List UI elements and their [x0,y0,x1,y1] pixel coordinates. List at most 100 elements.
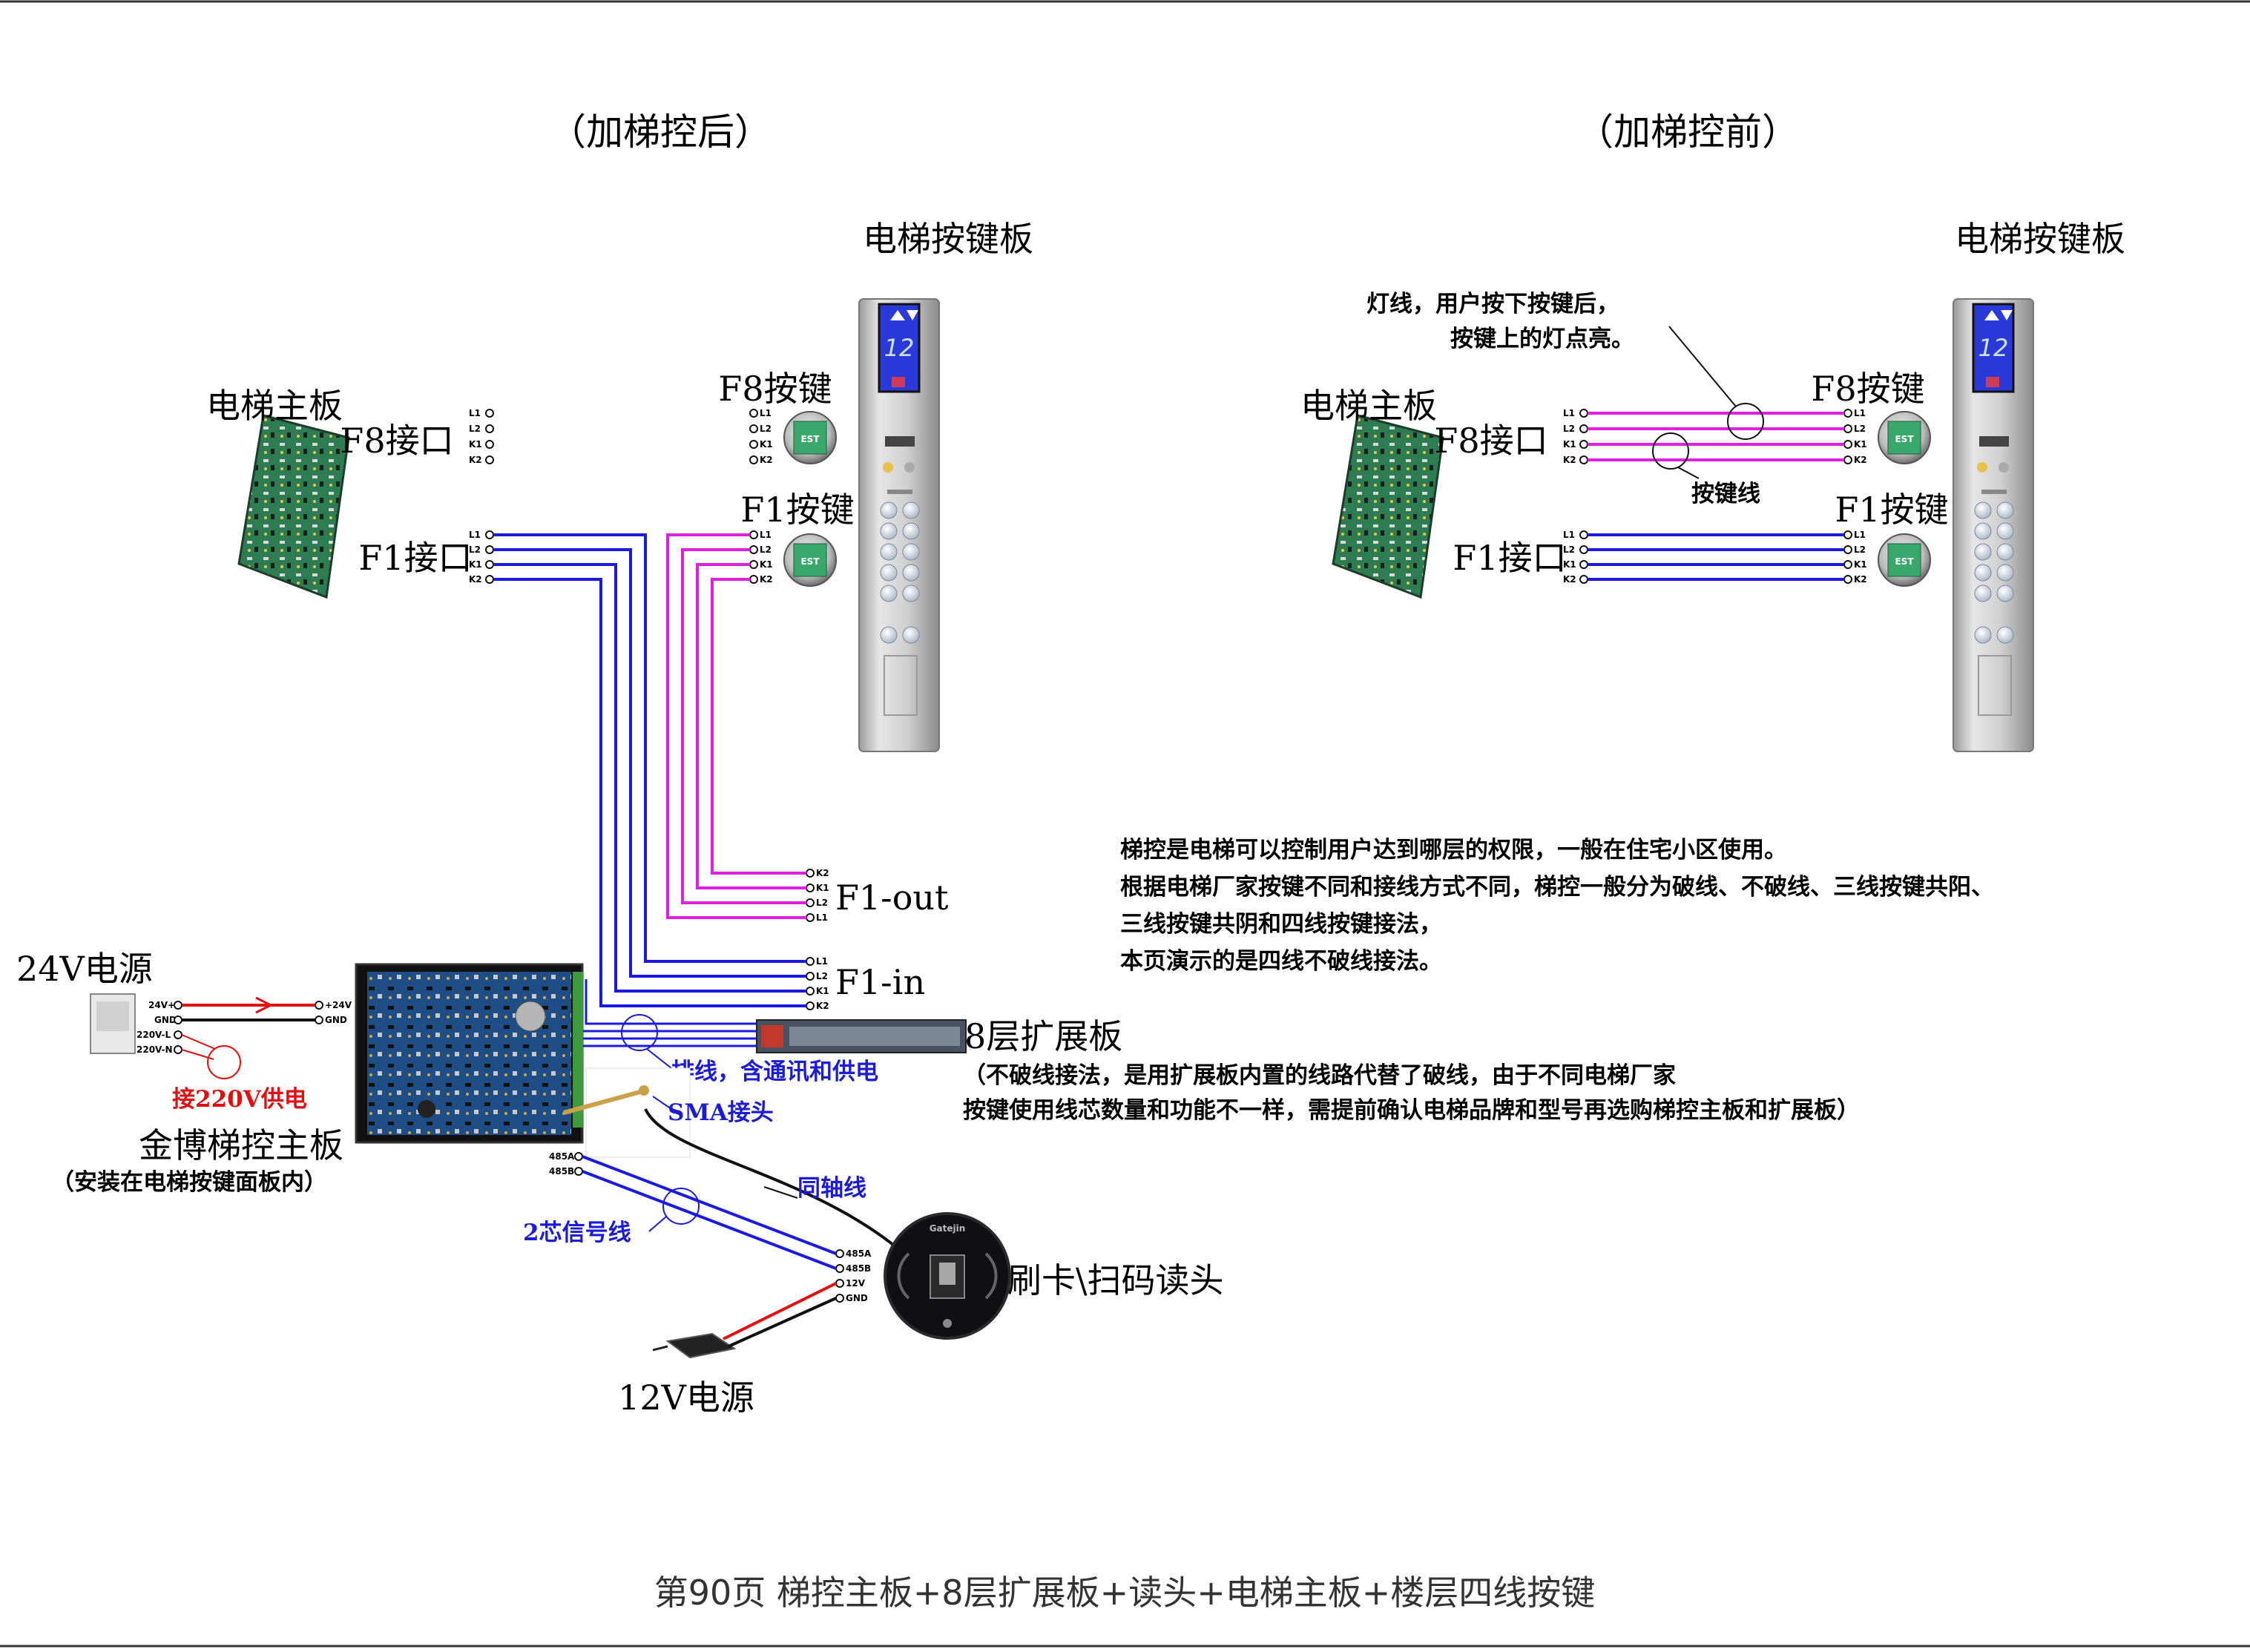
lamp-line-label-2: 按键上的灯点亮。 [1450,326,1634,352]
svg-text:K2: K2 [1563,455,1576,465]
svg-text:L1: L1 [1563,408,1575,418]
svg-text:K2: K2 [760,455,773,465]
svg-text:K2: K2 [469,455,482,465]
expansion-board-label: 8层扩展板 [964,1016,1122,1056]
f1-key-pins-left: L1 L2 K1 K2 [749,530,773,585]
lamp-line-callout-circle [1727,403,1764,440]
12v-gnd-wire [728,1297,837,1348]
floor-button-grid-right [1974,501,2014,644]
485a-wire [582,1155,837,1255]
svg-text:485A: 485A [549,1151,575,1162]
expansion-note-line-1: （不破线接法，是用扩展板内置的线路代替了破线，由于不同电梯厂家 [963,1062,1676,1089]
svg-text:GND: GND [154,1015,177,1025]
key-line-label: 按键线 [1691,481,1760,507]
magenta-wires-f8-right [1588,412,1844,461]
svg-text:GND: GND [325,1015,347,1025]
elevator-mainboard-right [1332,414,1444,599]
ac220-label: 接220V供电 [172,1086,307,1113]
svg-text:K2: K2 [816,868,829,878]
svg-text:K1: K1 [816,986,829,996]
ribbon-cable [558,979,757,1047]
elevator-button-panel-left: 12 [858,298,940,752]
f8-key-label-right: F8按键 [1811,369,1924,409]
svg-text:L1: L1 [469,408,481,418]
svg-text:K2: K2 [1854,455,1867,465]
svg-text:L2: L2 [469,544,481,555]
f1-out-label: F1-out [835,878,949,918]
f1-port-label-right: F1接口 [1453,538,1566,578]
svg-text:L1: L1 [1854,408,1866,418]
svg-text:12V: 12V [846,1278,866,1289]
svg-text:220V-L: 220V-L [136,1030,171,1040]
elevator-button-panel-right: 12 [1953,298,2034,752]
controller-485-pins: 485A 485B [549,1151,583,1177]
reader-label: 刷卡\扫码读头 [1007,1260,1224,1300]
svg-text:L2: L2 [760,424,772,434]
svg-text:K1: K1 [1563,439,1576,450]
svg-text:485B: 485B [549,1166,574,1177]
svg-text:L2: L2 [1854,544,1866,555]
expansion-board-8-floor [756,1019,967,1053]
floor-button-grid-left [880,501,920,644]
svg-text:L2: L2 [1854,424,1866,434]
svg-text:L1: L1 [760,530,772,540]
svg-text:+24V: +24V [325,1000,352,1010]
ac220-callout-circle [207,1045,241,1079]
panel-floor-display: 12 [884,334,915,362]
f8-port-pins-left: L1 L2 K1 K2 [469,408,494,465]
reader-pins: 485A 485B 12V GND [835,1248,872,1303]
blue-wires-f1-right [1588,533,1844,581]
svg-text:L2: L2 [816,971,828,981]
controller-power-pins: +24V GND [315,1000,352,1025]
svg-text:24V+: 24V+ [148,1000,175,1010]
svg-text:EST: EST [1895,434,1914,444]
svg-text:GND: GND [846,1293,868,1303]
svg-text:L1: L1 [469,530,481,540]
coax-cable [644,1108,914,1263]
f8-port-label-right: F8接口 [1434,421,1547,461]
svg-text:EST: EST [1895,556,1914,567]
svg-text:K2: K2 [1854,574,1867,585]
f8-port-pins-right: L1 L2 K1 K2 [1563,408,1588,465]
svg-text:L1: L1 [1563,530,1575,540]
svg-text:K1: K1 [469,439,482,450]
description-line-2: 根据电梯厂家按键不同和接线方式不同，梯控一般分为破线、不破线、三线按键共阳、 [1120,874,1994,901]
lamp-line-label-1: 灯线，用户按下按键后， [1366,291,1619,317]
svg-text:EST: EST [800,434,820,444]
elevator-mainboard-left [237,414,350,599]
svg-text:L2: L2 [469,424,481,434]
ribbon-label: 排线，含通讯和供电 [671,1059,878,1085]
page-footer: 第90页 梯控主板+8层扩展板+读头+电梯主板+楼层四线按键 [654,1573,1596,1613]
mainboard-label-left: 电梯主板 [206,386,343,426]
f1-port-pins-left: L1 L2 K1 K2 [469,530,494,585]
svg-text:K1: K1 [1854,559,1867,570]
f1-in-pins: L1 L2 K1 K2 [806,956,829,1011]
svg-text:L2: L2 [816,898,828,908]
power12-label: 12V电源 [618,1378,754,1418]
panel-label-right: 电梯按键板 [1955,219,2125,259]
panel-label-left: 电梯按键板 [863,219,1033,259]
sma-antenna [563,1067,691,1158]
svg-text:K1: K1 [1563,559,1576,570]
card-qr-reader: Gatejin [884,1212,1011,1340]
svg-text:K2: K2 [760,574,773,585]
svg-text:485B: 485B [846,1263,871,1274]
sma-label: SMA接头 [668,1099,774,1126]
description-line-4: 本页演示的是四线不破线接法。 [1120,948,1442,975]
magenta-wires-f1-out [666,533,806,919]
svg-text:K1: K1 [469,559,482,570]
ribbon-callout-circle [621,1014,658,1051]
up-arrow-icon-right [1984,310,1999,320]
f1-port-label-left: F1接口 [358,538,472,578]
svg-text:L1: L1 [1854,530,1866,540]
svg-text:K1: K1 [760,559,773,570]
svg-text:K1: K1 [1854,439,1867,450]
title-after: （加梯控后） [549,111,772,154]
panel-floor-display-right: 12 [1978,334,2009,362]
svg-text:L1: L1 [760,408,772,418]
svg-text:L2: L2 [760,544,772,555]
two-core-callout-circle [662,1188,700,1225]
svg-text:K2: K2 [469,574,482,585]
power-supply-24v [90,993,136,1054]
